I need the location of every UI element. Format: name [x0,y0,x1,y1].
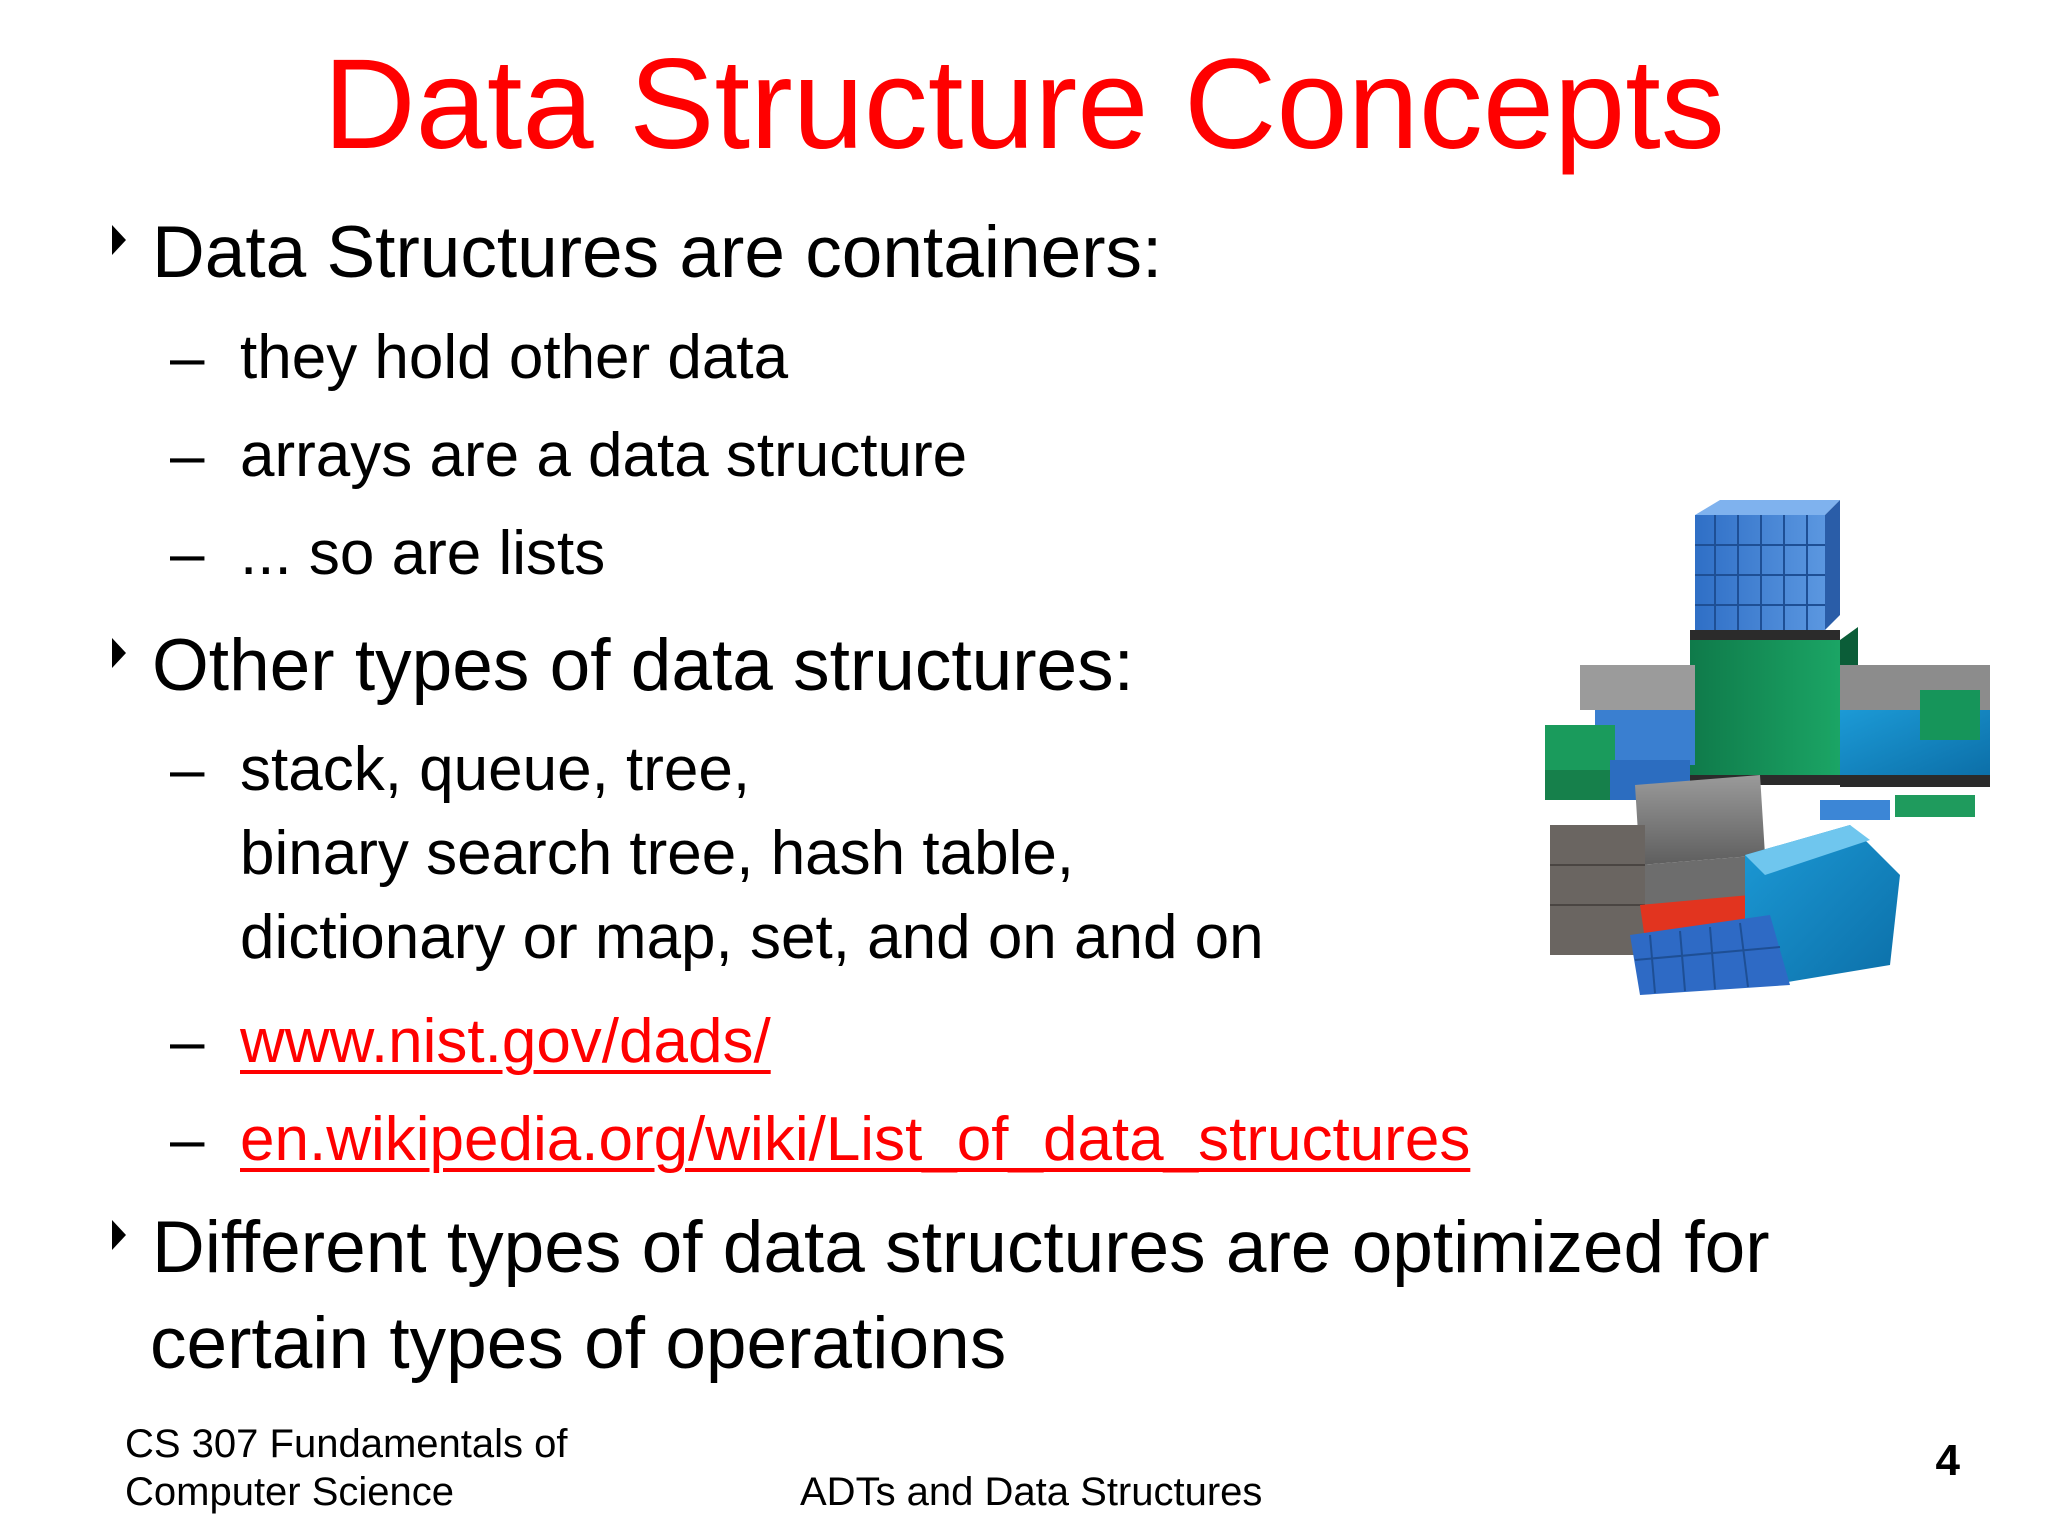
page-number: 4 [1935,1436,1960,1485]
dash-marker: – [170,1105,205,1174]
bullet-2: Other types of data structures: [112,618,1134,714]
sub-item: – en.wikipedia.org/wiki/List_of_data_str… [170,1098,1471,1182]
wikipedia-link[interactable]: en.wikipedia.org/wiki/List_of_data_struc… [240,1105,1471,1174]
sub-item-multiline: – stack, queue, tree, [170,728,751,812]
sub-item: – www.nist.gov/dads/ [170,1000,771,1084]
sub-item-line: stack, queue, tree, [240,735,751,804]
bullet-3-line: certain types of operations [150,1303,1007,1384]
footer-course-line: CS 307 Fundamentals of [125,1422,568,1466]
dash-marker: – [170,1007,205,1076]
bullet-triangle-icon [112,225,126,255]
storage-containers-photo [1545,500,1990,995]
sub-item-line: binary search tree, hash table, [240,819,1075,888]
sub-item-text: arrays are a data structure [240,421,968,490]
sub-item-text: ... so are lists [240,519,606,588]
sub-item: – arrays are a data structure [170,414,968,498]
bullet-triangle-icon [112,638,126,668]
sub-item-line: dictionary or map, set, and on and on [240,903,1264,972]
sub-item-continuation: dictionary or map, set, and on and on [240,896,1264,980]
dash-marker: – [170,421,205,490]
bullet-1: Data Structures are containers: [112,205,1163,301]
footer-course: CS 307 Fundamentals of Computer Science [125,1420,567,1516]
sub-item-continuation: binary search tree, hash table, [240,812,1074,896]
slide-title: Data Structure Concepts [323,33,1725,176]
sub-item-text: they hold other data [240,323,789,392]
nist-link[interactable]: www.nist.gov/dads/ [240,1007,771,1076]
dash-marker: – [170,519,205,588]
footer-topic: ADTs and Data Structures [800,1470,1263,1514]
dash-marker: – [170,323,205,392]
sub-item: – ... so are lists [170,512,606,596]
sub-item: – they hold other data [170,316,789,400]
footer-course-line: Computer Science [125,1470,455,1514]
bullet-triangle-icon [112,1220,126,1250]
bullet-3: Different types of data structures are o… [112,1200,1770,1392]
dash-marker: – [170,735,205,804]
bullet-1-text: Data Structures are containers: [152,212,1163,293]
bullet-2-text: Other types of data structures: [152,625,1134,706]
bullet-3-line: Different types of data structures are o… [152,1207,1770,1288]
